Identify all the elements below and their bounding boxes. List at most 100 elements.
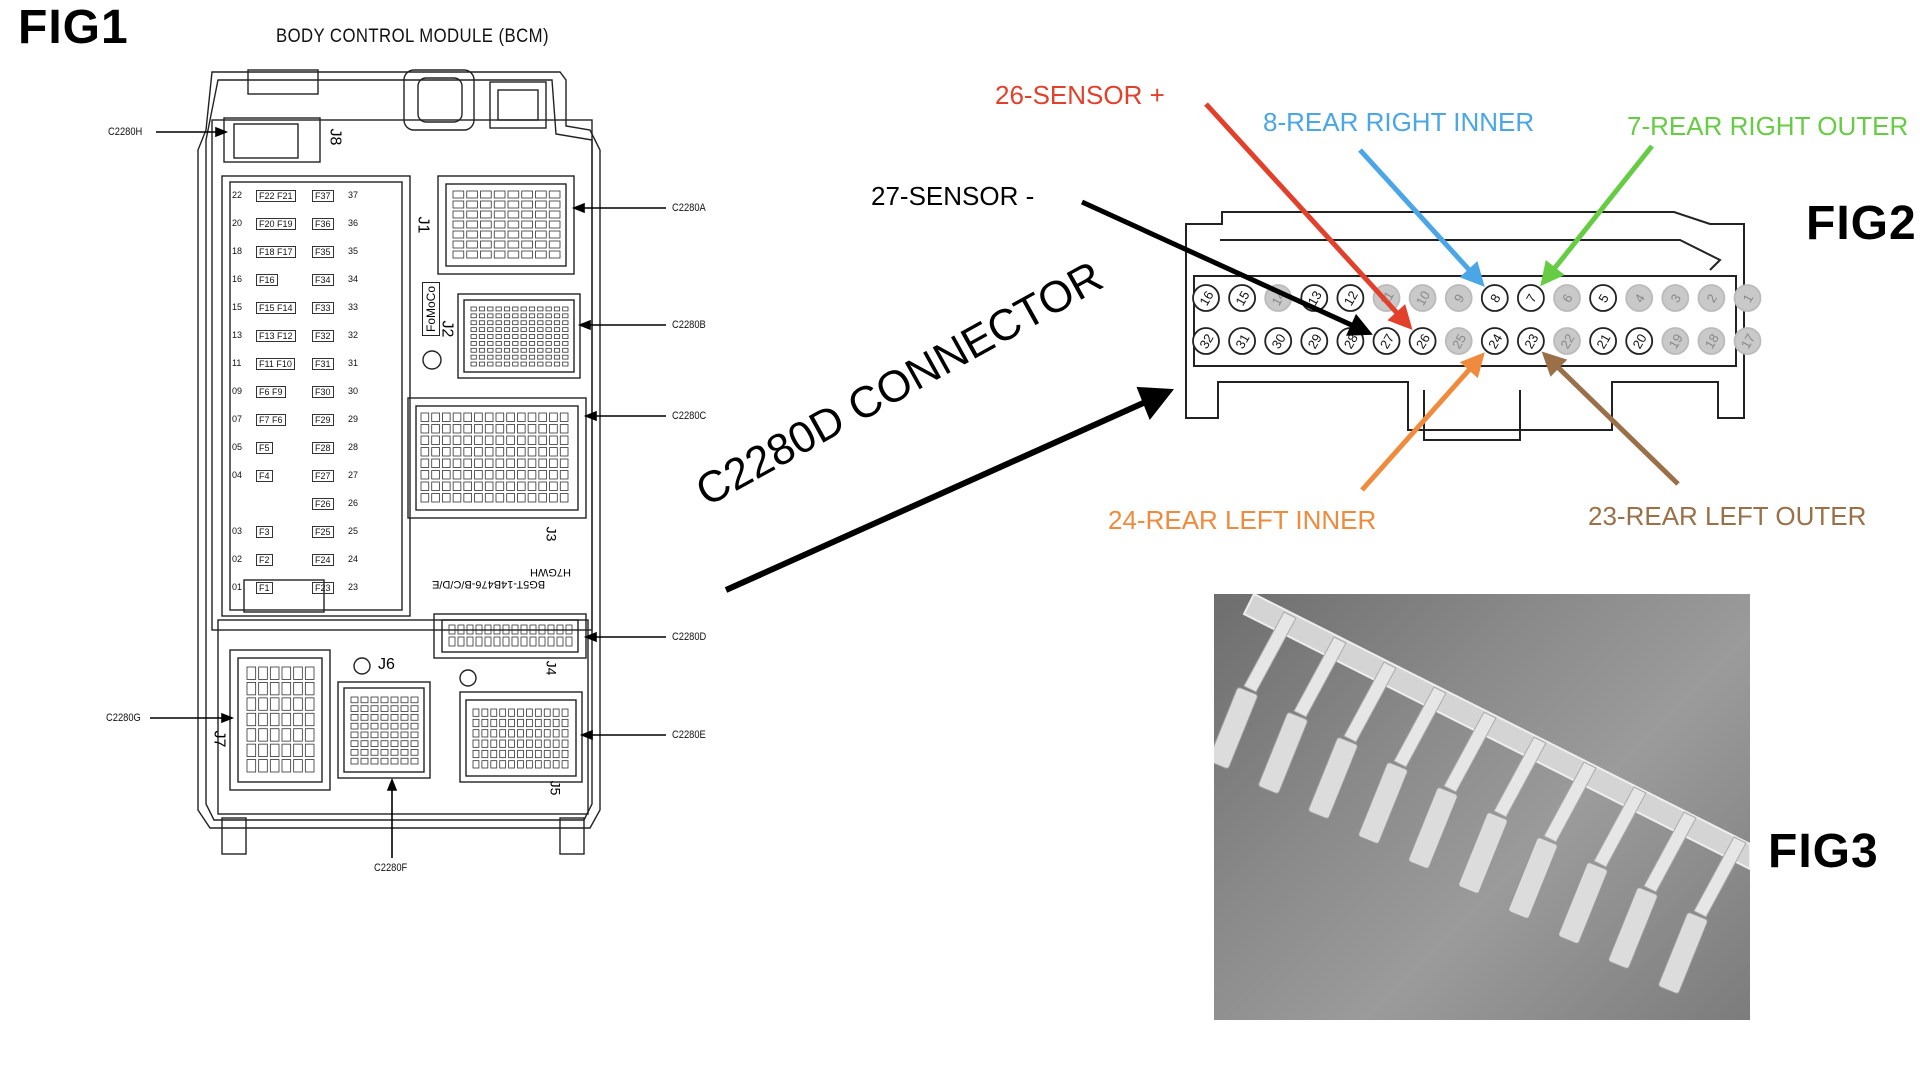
callout-23-label: 23-REAR LEFT OUTER [1588, 501, 1867, 531]
connector-pin-cell [466, 190, 478, 199]
connector-pin-cell [258, 712, 268, 727]
connector-pin-cell [452, 230, 465, 239]
connector-pin-cell [474, 424, 483, 434]
connector-pin-cell [293, 666, 303, 680]
connector-pin-cell [350, 714, 359, 721]
connector-pin-cell [527, 470, 537, 480]
connector-pin-cell [520, 327, 527, 332]
connector-pin-cell [538, 481, 547, 491]
connector-pin-cell [493, 250, 506, 259]
fuse-row-right-fuse: F32 [312, 330, 334, 342]
connector-pin-cell [503, 347, 511, 353]
connector-pin-cell [480, 200, 492, 209]
connector-pin-cell [553, 341, 561, 346]
label-c2280d: C2280D [672, 631, 707, 643]
connector-pin-cell [562, 354, 569, 360]
connector-pin-cell [512, 361, 519, 367]
connector-pin-cell [534, 708, 542, 717]
fuse-row-right-fuse: F33 [312, 302, 334, 314]
connector-pin-cell [390, 696, 399, 704]
label-c2280b: C2280B [672, 319, 706, 331]
connector-pin-cell [495, 334, 502, 339]
fuse-row-fuses: F1 [256, 582, 273, 594]
connector-pin-cell [534, 749, 542, 759]
connector-pin-cell [517, 424, 526, 434]
connector-pin-cell [559, 470, 569, 480]
connector-pin-cell [474, 493, 483, 503]
connector-pin-cell [528, 334, 536, 339]
connector-pin-cell [281, 712, 292, 727]
connector-pin-cell [463, 435, 472, 445]
connector-pin-cell [537, 334, 544, 339]
connector-pin-cell [552, 760, 560, 769]
connector-pin-cell [562, 313, 569, 319]
connector-pin-cell [442, 435, 451, 445]
connector-pin-cell [410, 740, 419, 747]
crimp-terminal [1658, 836, 1747, 994]
connector-pin-cell [370, 731, 379, 739]
connector-pin-cell [269, 712, 280, 727]
connector-pin-cell [517, 739, 524, 748]
connector-pin-cell [470, 361, 477, 367]
fuse-row-fuses: F3 [256, 526, 273, 538]
connector-pin-cell [537, 306, 544, 312]
connector-pin-cell [495, 327, 502, 332]
connector-pin [1192, 284, 1220, 312]
connector-pin-cell [553, 334, 561, 339]
connector-pin-cell [503, 334, 511, 339]
connector-pin-cell [520, 334, 527, 339]
terminal-strip [1214, 594, 1750, 994]
connector-pin-cell [470, 320, 477, 326]
connector-pin-cell [553, 306, 561, 312]
connector-pin-cell [526, 708, 533, 717]
connector-pin-cell [350, 696, 359, 704]
connector-pin-cell [499, 739, 507, 748]
connector-pin-cell [534, 718, 542, 728]
fuse-row-fuses: F5 [256, 442, 273, 454]
connector-pin-cell [545, 306, 552, 312]
connector-pin-cell [380, 722, 389, 730]
fuse-row-left-num: 22 [232, 190, 243, 200]
fuse-row-fuses: F6 F9 [256, 386, 286, 398]
connector-pin-cell [484, 481, 494, 491]
connector-pin-cell [463, 424, 472, 434]
connector-pin-cell [537, 327, 544, 332]
connector-pin-cell [565, 636, 573, 647]
fuse-row-right-fuse: F31 [312, 358, 334, 370]
connector-pin-cell [508, 749, 515, 759]
connector-pin-cell [478, 313, 486, 319]
connector-pin [1625, 284, 1654, 312]
connector-pin-cell [350, 731, 359, 739]
fuse-row-fuses: F2 [256, 554, 273, 566]
connector-pin-number: 32 [1196, 331, 1216, 351]
connector-pin-cell [502, 624, 510, 635]
fuse-row-right-num: 34 [348, 274, 359, 284]
connector-pin-cell [549, 470, 558, 480]
connector-pin-cell [350, 757, 359, 765]
connector-pin [1480, 284, 1509, 312]
fuse-row-right-num: 36 [348, 218, 359, 228]
fuse-row-right-num: 29 [348, 414, 359, 424]
connector-pin-cell [487, 334, 494, 339]
connector-pin [1336, 284, 1365, 312]
connector-pin-cell [484, 624, 492, 635]
connector-pin-cell [517, 760, 524, 769]
connector-pin-cell [478, 320, 486, 326]
callout-arrowhead-24 [1459, 352, 1485, 379]
connector-pin-cell [360, 757, 369, 765]
connector-pin-cell [502, 636, 510, 647]
connector-pin-cell [431, 458, 440, 468]
connector-pin-cell [507, 190, 520, 199]
connector-pin-cell [493, 240, 506, 249]
connector-pin-cell [472, 760, 480, 769]
connector-pin-cell [493, 210, 506, 219]
connector-pin-cell [556, 636, 564, 647]
connector-pin-cell [246, 728, 257, 742]
connector-pin-cell [370, 705, 379, 712]
connector-pin-cell [508, 760, 515, 769]
connector-pin-cell [493, 636, 501, 647]
connector-pin-cell [552, 729, 560, 738]
fuse-row-right-fuse: F29 [312, 414, 334, 426]
connector-pin-cell [475, 624, 483, 635]
connector-pin-cell [559, 481, 569, 491]
